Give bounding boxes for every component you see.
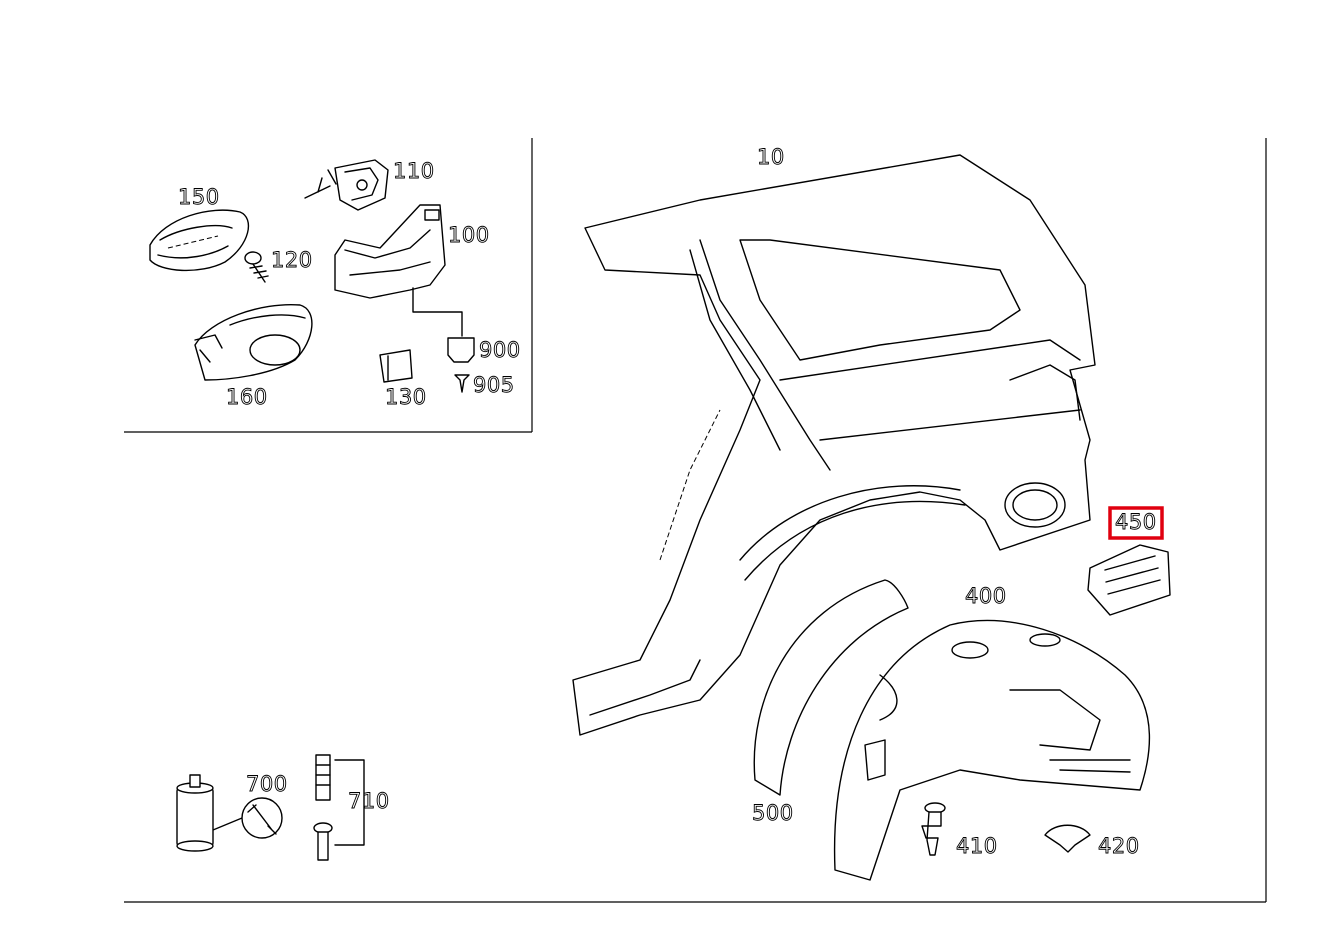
frame (124, 138, 1267, 903)
highlight-box (1108, 506, 1164, 540)
label-10: 10 (757, 145, 785, 169)
label-905: 905 (473, 373, 515, 397)
part-410-push-rivet[interactable] (921, 802, 946, 856)
part-130-clip[interactable] (379, 349, 413, 383)
part-400-liner[interactable] (833, 619, 1151, 881)
label-500: 500 (752, 801, 794, 825)
label-400: 400 (965, 584, 1007, 608)
part-120-screw[interactable] (244, 251, 269, 283)
part-420-nut[interactable] (1044, 824, 1091, 853)
label-420: 420 (1098, 834, 1140, 858)
label-450[interactable]: 450 (1115, 510, 1157, 535)
label-710: 710 (348, 789, 390, 813)
part-labels: 10 110 150 100 120 900 905 160 130 450 4… (178, 145, 1157, 859)
part-900-plug[interactable] (447, 337, 475, 363)
label-410: 410 (956, 834, 998, 858)
part-450-vent[interactable] (1087, 544, 1171, 616)
part-500-arch-strip[interactable] (753, 579, 909, 796)
label-100: 100 (448, 223, 490, 247)
part-160-housing[interactable] (194, 303, 313, 381)
label-700: 700 (246, 772, 288, 796)
part-905-grommet[interactable] (454, 374, 470, 393)
label-130: 130 (385, 385, 427, 409)
label-900: 900 (479, 338, 521, 362)
label-120: 120 (271, 248, 313, 272)
part-150-cover[interactable] (149, 209, 250, 272)
label-160: 160 (226, 385, 268, 409)
part-110-actuator[interactable] (304, 159, 389, 211)
label-110: 110 (393, 159, 435, 183)
part-700-sealant[interactable] (176, 774, 283, 852)
label-150: 150 (178, 185, 220, 209)
part-10-side-panel[interactable] (572, 154, 1096, 736)
part-100-bracket[interactable] (334, 204, 463, 337)
part-710-studs[interactable] (313, 754, 365, 861)
